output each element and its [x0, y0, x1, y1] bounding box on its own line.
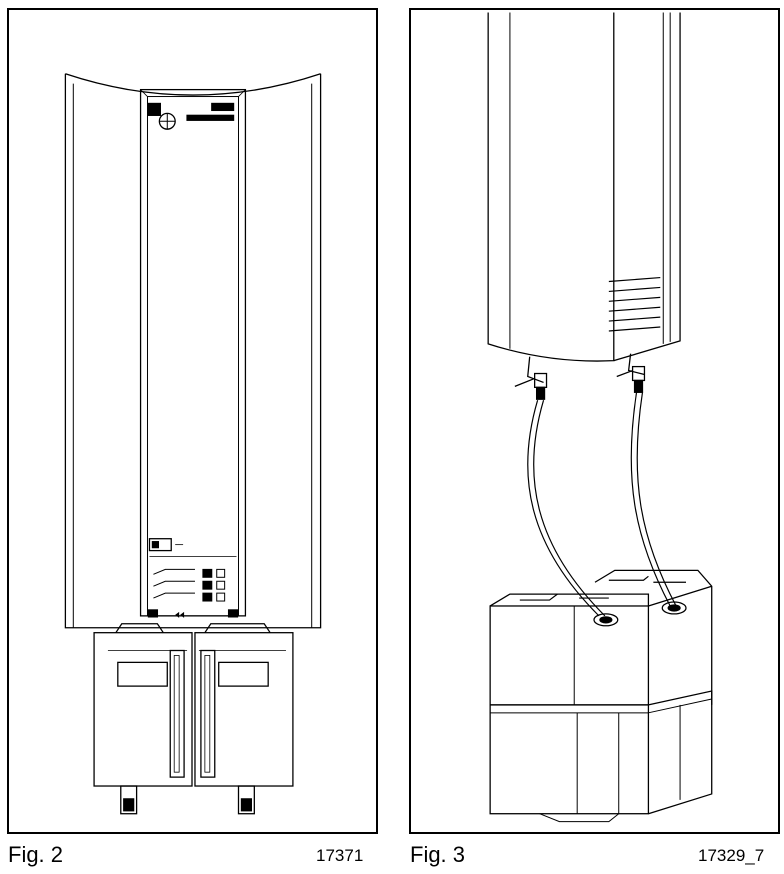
canister-block [489, 569, 713, 823]
figure-3-caption: Fig. 3 [410, 842, 466, 867]
device-with-canisters-drawing [487, 12, 713, 823]
valve-left-icon [514, 356, 548, 400]
indicator-rows [153, 568, 226, 602]
valve-right-icon [616, 353, 646, 393]
figure-3-code: 17329_7 [698, 846, 765, 865]
figure-2-code: 17371 [316, 846, 364, 865]
canister-left [93, 623, 193, 815]
figure-2-caption: Fig. 2 [8, 842, 64, 867]
figure-3-panel [409, 8, 780, 834]
brand-logo-icon [147, 102, 235, 130]
vent-slats [608, 276, 661, 332]
tube-right [630, 392, 677, 607]
canister-right [194, 623, 294, 815]
tube-left [527, 400, 606, 617]
device-front-view-drawing [64, 73, 322, 815]
figure-2-panel [7, 8, 378, 834]
